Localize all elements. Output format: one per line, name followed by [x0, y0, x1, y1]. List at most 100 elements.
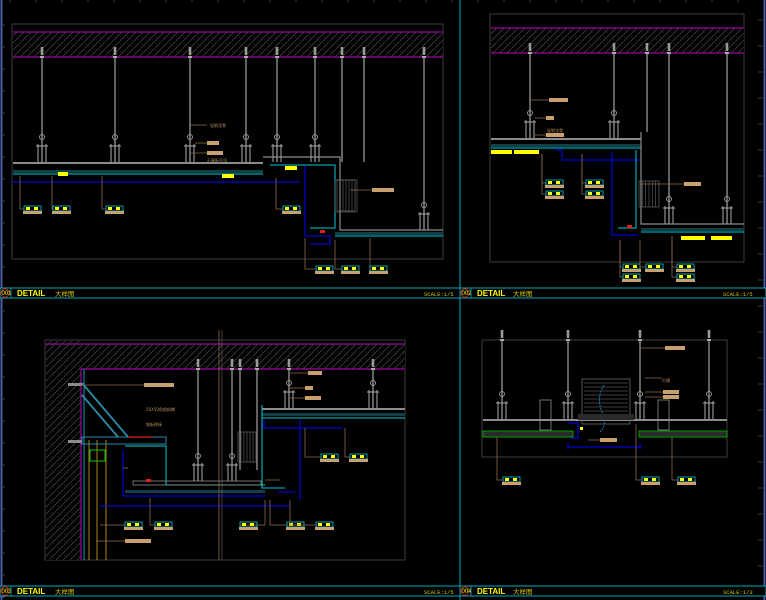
clip-ring: [274, 134, 280, 140]
tag-label: [545, 196, 564, 199]
anchor-head: [500, 330, 504, 338]
tag-yellow: [656, 265, 660, 268]
annotation-notes: 轻钢龙骨 石膏板吊顶: [207, 122, 227, 163]
tag-yellow: [556, 181, 560, 184]
leader-line: [581, 154, 586, 184]
trough-base: [578, 414, 634, 420]
tag-yellow: [242, 523, 246, 526]
detail-title: DETAIL: [17, 289, 45, 298]
tag-yellow: [596, 192, 600, 195]
tag-label: [282, 211, 301, 214]
hanger-rods: [524, 43, 733, 224]
hanger-rods: [496, 330, 715, 419]
tag-label: [677, 482, 696, 485]
detail-panel-002[interactable]: 轻钢龙骨: [489, 13, 745, 282]
rod-nut: [528, 52, 532, 54]
clip-ring: [229, 453, 235, 459]
material-tags: [530, 98, 701, 282]
tag-label: [502, 482, 521, 485]
rod-nut: [238, 368, 242, 370]
light-fixture: [491, 150, 512, 154]
scale-label: SCALE:1/5: [424, 589, 454, 596]
leader-line: [101, 176, 106, 210]
tag-yellow: [289, 523, 293, 526]
rod-nut: [612, 52, 616, 54]
anchor-head: [566, 330, 570, 338]
tag-yellow: [633, 265, 637, 268]
main-clip: [367, 390, 379, 408]
detail-number: 002: [462, 291, 473, 297]
green-board-right: [638, 430, 728, 438]
main-clip: [721, 206, 733, 224]
tag-label: [372, 188, 394, 192]
tag-label: [124, 527, 143, 530]
scale-label: SCALE:1/5: [424, 291, 454, 298]
drawing-border: [11, 23, 444, 260]
main-clip: [192, 463, 204, 481]
main-clip: [283, 390, 295, 408]
main-clip: [562, 401, 574, 419]
clip-ring: [243, 134, 249, 140]
anchor-head: [645, 43, 649, 51]
detail-number-bubble: [460, 586, 470, 596]
rod-nut: [188, 56, 192, 58]
tag-yellow: [548, 192, 552, 195]
tag-yellow: [135, 523, 139, 526]
rod-nut: [667, 52, 671, 54]
leader-line: [149, 498, 155, 526]
title-bar-002: 002 DETAIL 大样图 SCALE:1/5: [459, 287, 766, 299]
main-clip: [418, 212, 430, 230]
anchor-head: [340, 47, 344, 55]
rod-nut: [340, 56, 344, 58]
clip-ring: [286, 380, 292, 386]
anchor-bolt: [68, 383, 82, 386]
scale-label: SCALE:1/3: [723, 589, 753, 596]
rod-nut: [113, 56, 117, 58]
clip-ring: [187, 134, 193, 140]
light-fixture: [681, 236, 705, 240]
ceiling-runner: [491, 138, 641, 140]
tag-label: [315, 271, 334, 274]
gypsum-board: [13, 170, 263, 173]
tag-yellow: [588, 192, 592, 195]
tag-label: [549, 98, 568, 102]
tag-yellow: [116, 207, 120, 210]
anchor-bolt: [68, 440, 82, 443]
rod-nut: [566, 339, 570, 341]
rod-nut: [40, 56, 44, 58]
anchor-head: [244, 47, 248, 55]
tag-label: [286, 527, 305, 530]
leader-line: [289, 500, 316, 526]
leader-line: [19, 176, 24, 210]
tag-yellow: [352, 267, 356, 270]
tag-yellow: [633, 275, 637, 278]
detail-panel-003[interactable]: 50X50角钢斜撑 钢板焊接: [44, 330, 406, 561]
tag-yellow: [548, 181, 552, 184]
anchor-head: [238, 359, 242, 367]
hanger-rods: [192, 359, 379, 481]
anchor-head: [612, 43, 616, 51]
steel-brace: [81, 382, 129, 438]
box-board: [125, 490, 265, 493]
leader-line: [275, 178, 283, 210]
tag-yellow: [55, 207, 59, 210]
detail-title: DETAIL: [17, 587, 45, 596]
detail-panel-004[interactable]: 灯槽: [481, 330, 728, 485]
gypsum-board: [491, 144, 641, 147]
detail-subtitle: 大样图: [55, 289, 75, 298]
detail-subtitle: 大样图: [55, 587, 75, 596]
leader-line: [304, 428, 321, 458]
detail-number: 003: [2, 589, 13, 595]
box-blue: [100, 450, 290, 507]
detail-panel-001[interactable]: 轻钢龙骨 石膏板吊顶: [11, 23, 444, 274]
red-marker: [627, 225, 632, 228]
light-fixture: [580, 427, 583, 430]
light-fixture: [514, 150, 539, 154]
tag-yellow: [625, 275, 629, 278]
material-tags: [80, 371, 368, 543]
leader-line: [635, 424, 642, 481]
detail-title: DETAIL: [477, 289, 505, 298]
tag-label: [239, 527, 258, 530]
leader-line: [344, 428, 350, 458]
